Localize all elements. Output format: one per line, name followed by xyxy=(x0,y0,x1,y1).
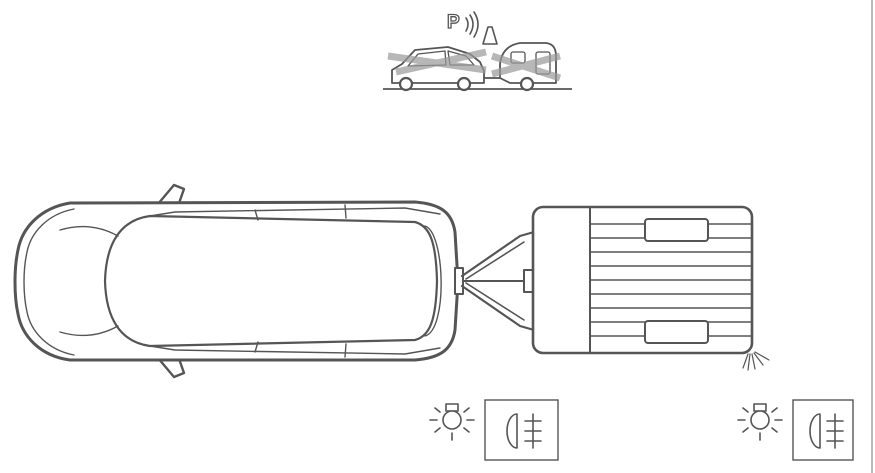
trailer-wheel-fender xyxy=(644,320,709,344)
trailer-rear-lamp-light-icon xyxy=(742,351,770,371)
trailer-top-view-icon xyxy=(531,205,770,371)
parking-symbol-text: P xyxy=(447,12,460,33)
small-caravan-wheel xyxy=(519,76,535,92)
lamp-bulb-icon xyxy=(737,403,783,441)
car-top-view-icon xyxy=(13,183,460,379)
trailer-wheel-fender xyxy=(644,218,709,242)
rear-fog-light-icon xyxy=(792,399,854,461)
obstacle-cone-icon xyxy=(482,26,498,45)
rear-fog-light-icon xyxy=(484,399,559,461)
tow-bar-icon xyxy=(454,230,536,332)
small-car-wheel xyxy=(398,76,414,92)
small-car-wheel xyxy=(456,76,472,92)
sensor-blocked-stripes xyxy=(387,48,562,82)
lamp-bulb-icon xyxy=(429,403,475,441)
car-body-outline xyxy=(13,200,460,362)
parking-sensor-caravan-icon: P xyxy=(383,11,572,92)
indicator-group-2 xyxy=(737,399,854,461)
sound-waves-icon xyxy=(465,11,479,38)
indicator-group-1 xyxy=(429,399,559,461)
